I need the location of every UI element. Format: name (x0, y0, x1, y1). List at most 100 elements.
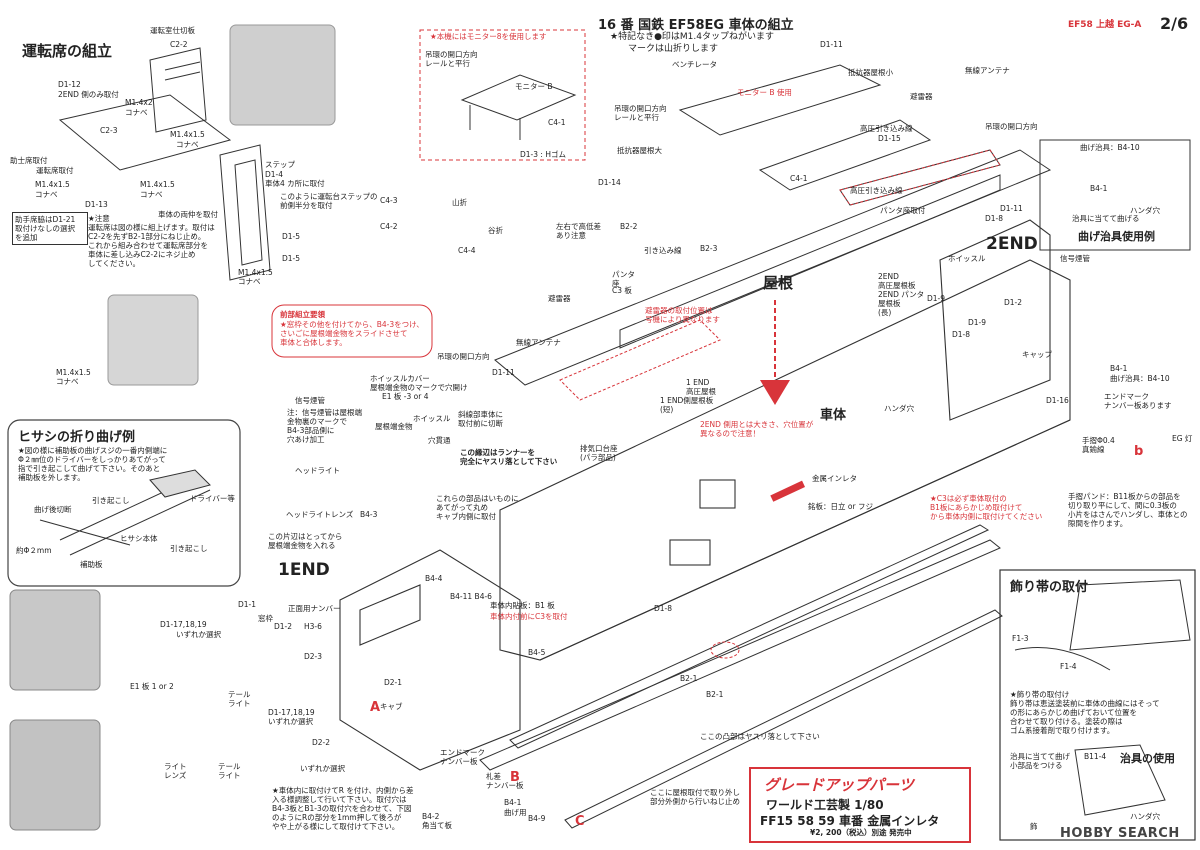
body-b22: B2-2 (620, 222, 638, 231)
body-d12b: D1-2 (274, 622, 293, 631)
roof-hp-wire: 高圧引き込み線 (850, 186, 903, 195)
cab-section-title: 運転席の組立 (22, 42, 113, 60)
cab-m14-screw2: M1.4x1.5 コナベ (56, 368, 91, 386)
cab-m14-screw: M1.4x1.5 コナベ (238, 268, 273, 286)
body-c-mark: C (575, 814, 585, 829)
cab-d15b: D1-5 (282, 254, 301, 263)
cab-label-d112: D1-12 (58, 80, 81, 89)
body-cab2: キャブ (380, 702, 403, 711)
body-a-mark: A (370, 700, 381, 715)
panel-label: 車体の両仲を取付 (158, 210, 218, 219)
roof-d18: D1-8 (985, 214, 1004, 223)
body-c42: C4-2 (380, 222, 398, 231)
roof-d111b: D1-11 (1000, 204, 1023, 213)
step-note: このように運転台ステップの 前側半分を取付 (280, 192, 378, 210)
body-d116: D1-16 (1046, 396, 1069, 405)
body-tail: テール ライト (228, 690, 251, 708)
body-roof-end: 屋根端金物 (375, 422, 413, 431)
monitor-c41: C4-1 (548, 118, 566, 127)
body-d21: D2-1 (384, 678, 403, 687)
hisashi-label-aux: 補助板 (80, 560, 103, 569)
body-b23: B2-3 (700, 244, 718, 253)
hisashi-label-diameter: 約Φ２mm (16, 546, 52, 555)
hisashi-title: ヒサシの折り曲げ例 (18, 430, 136, 445)
ad-head: グレードアップパーツ (764, 776, 914, 794)
body-hole: 穴貫通 (428, 436, 451, 445)
monitor-box-title: ★本機にはモニター8を使用します (430, 32, 547, 41)
decor-f14: F1-4 (1060, 662, 1077, 671)
cab-label-2end: 2END 側のみ取付 (58, 90, 119, 99)
ad-line2: FF15 58 59 車番 金属インレタ (760, 814, 940, 828)
body-d111c: D1-11 (492, 368, 515, 377)
body-end2-hp: 2END 高圧屋根板 (878, 272, 916, 290)
cab-helper-box: 助手席脇はD1-21 取付けなしの選択 を追加 (12, 212, 88, 245)
note-tap: ★特記なき●印はM1.4タップねがいます (610, 32, 775, 42)
body-signal-note: 注：信号煙管は屋根端 金物裏のマークで B4-3部品側に 穴あけ加工 (287, 408, 362, 444)
body-jig3: 曲げ用 (504, 808, 527, 817)
hobby-search-logo: HOBBY SEARCH (1060, 826, 1180, 841)
cab-d15: D1-5 (282, 232, 301, 241)
body-yamaori: 山折 (452, 198, 467, 207)
roof-hang-dir: 吊環の開口方向 (985, 122, 1038, 131)
body-slope-note: 斜線部車体に 取付前に切断 (458, 410, 503, 428)
decor-note: ★飾り帯の取付け 飾り帯は恵送塗装前に車体の曲線にはそって の形にあらかじめ曲げ… (1010, 690, 1160, 735)
corner-code: EF58 上越 EG-A (1068, 20, 1142, 30)
body-cap: キャップ (1022, 350, 1052, 359)
roof-high-pressure: 高圧引き込み線 (860, 124, 913, 133)
monitor-label: モニター B (515, 82, 553, 91)
body-eg-light: EG 灯 (1172, 434, 1193, 443)
body-any-choice: いずれか選択 (176, 630, 221, 639)
body-parts-note: これらの部品はいものに あてがって丸め キャブ内側に取付 (436, 494, 519, 521)
roof-dir2: 吊環の開口方向 レールと平行 (614, 104, 667, 122)
roof-c41b: C4-1 (790, 174, 808, 183)
body-height-diff: 左右で高低差 あり注意 (556, 222, 601, 240)
roof-resist-small: 抵抗器屋根小 (848, 68, 893, 77)
note-fold: マークは山折りします (628, 44, 719, 54)
cab-label-assistant: 助士席取付 (10, 156, 48, 165)
decor-f13: F1-3 (1012, 634, 1029, 643)
body-kanagata: 金属インレタ (812, 474, 857, 483)
body-jig2: 曲げ治具：B4-10 (1110, 374, 1170, 383)
body-lightning2: 避雷器 (548, 294, 571, 303)
hisashi-desc: ★図の様に補助板の曲げスジの一番内側端に Φ２㎜位のドライバーをしっかりあてがっ… (18, 446, 168, 482)
body-name-plate: 札差 ナンバー板 (486, 772, 524, 790)
decor-b114: B11-4 (1084, 752, 1107, 761)
roof-monitor-use: モニター B 使用 (737, 88, 792, 97)
cab-label-driver: 運転席取付 (36, 166, 74, 175)
cab-label-konabe3: コナベ (35, 190, 58, 199)
body-lens: ライト レンズ (164, 762, 187, 780)
body-endmark: エンドマーク ナンバー板あります (1104, 392, 1172, 410)
cab-label-d113: D1-13 (85, 200, 108, 209)
body-e1b: E1 板 1 or 2 (130, 682, 174, 691)
roof-resist-large: 抵抗器屋根大 (617, 146, 662, 155)
front-assembly-title: 前部組立要領 (280, 310, 325, 319)
body-c3-note: ★C3は必ず車体取付の B1板にあらかじめ取付けて から車体内側に取付けてくださ… (930, 494, 1043, 521)
hisashi-label-driver: ドライバー等 (190, 494, 235, 503)
cab-label-konabe2: コナベ (176, 140, 199, 149)
ad-line3: ¥2, 200（税込）別途 発売中 (810, 828, 912, 837)
body-attach-note: 2END 側用とは大きさ、穴位置が 異なるので注意！ (700, 420, 814, 438)
cab-label-c22: C2-2 (170, 40, 188, 49)
cab-label-m14d: M1.4x1.5 (140, 180, 175, 189)
cab-label-m14b: M1.4x1.5 (170, 130, 205, 139)
body-handrail-note: 手摺パンド：B11板からの部品を 切り取り平にして、間に0.3板の 小片をはさん… (1068, 492, 1188, 528)
step-sub: D1-4 車体4 カ所に取付 (265, 170, 325, 188)
body-panta-seat: パンタ 座 (612, 270, 635, 288)
body-number-plate: 正面用ナンバー (288, 604, 341, 613)
page-title: 16 番 国鉄 EF58EG 車体の組立 (598, 18, 794, 33)
jig-label-bend: 治具に当てて曲げる (1072, 214, 1140, 223)
jig-title: 曲げ治具使用例 (1078, 230, 1155, 243)
decor-obi: 飾 (1030, 822, 1038, 831)
body-d19b: D1-9 (968, 318, 987, 327)
cab-note: ★注意 運転席は図の様に組上げます。取付は C2-2を先ずB2-1部分にねじ止め… (88, 214, 215, 268)
body-taillight2: テール ライト (218, 762, 241, 780)
body-hp-wire2: 引き込み線 (644, 246, 682, 255)
body-b44: B4-4 (425, 574, 443, 583)
hisashi-label-pull1: 引き起こし (92, 496, 130, 505)
body-b49: B4-9 (528, 814, 546, 823)
body-d23: D2-3 (304, 652, 323, 661)
body-h36: H3-6 (304, 622, 322, 631)
roof-d111: D1-11 (820, 40, 843, 49)
cab-label-partition: 運転室仕切板 (150, 26, 195, 35)
